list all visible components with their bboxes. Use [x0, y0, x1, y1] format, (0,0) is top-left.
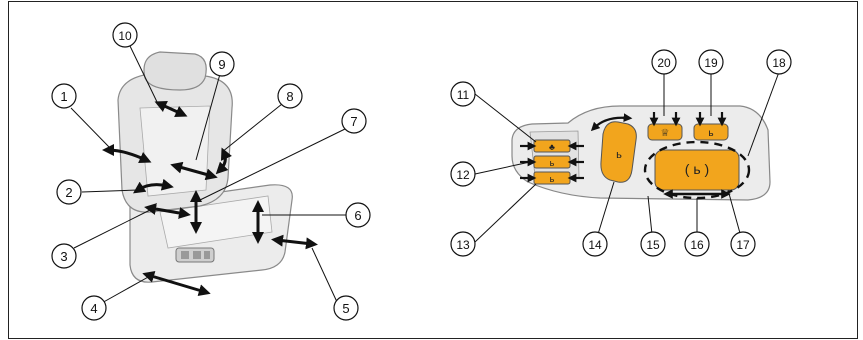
callout-14: 14 — [582, 231, 608, 257]
backrest-angle-arrow — [102, 144, 152, 163]
lumbar-arrow — [170, 161, 218, 181]
cushion-length-arrow — [271, 234, 318, 250]
svg-text:3: 3 — [60, 249, 67, 264]
callout-6: 6 — [345, 202, 371, 228]
callout-16: 16 — [684, 231, 710, 257]
svg-text:13: 13 — [456, 238, 470, 252]
svg-text:20: 20 — [657, 56, 671, 70]
seat-slide-arrow — [142, 270, 211, 297]
callout-20: 20 — [651, 49, 677, 75]
svg-text:10: 10 — [118, 29, 132, 43]
svg-text:16: 16 — [690, 238, 704, 252]
callout-5: 5 — [333, 295, 359, 321]
side-support-arrow — [133, 178, 174, 194]
svg-text:17: 17 — [736, 238, 750, 252]
callout-17: 17 — [730, 231, 756, 257]
seat-icon: ь — [550, 174, 555, 184]
callout-1: 1 — [51, 83, 77, 109]
callout-15: 15 — [640, 231, 666, 257]
svg-text:15: 15 — [646, 238, 660, 252]
callout-11: 11 — [450, 81, 476, 107]
callout-2: 2 — [56, 179, 82, 205]
seat-icon: ( ь ) — [685, 161, 709, 177]
svg-text:2: 2 — [65, 185, 72, 200]
callout-18: 18 — [766, 49, 792, 75]
seat-switch-rotation-arrow — [643, 140, 751, 200]
callout-7: 7 — [341, 108, 367, 134]
seat-illustration — [70, 45, 346, 305]
thigh-switch[interactable] — [693, 123, 729, 141]
svg-text:1: 1 — [60, 89, 67, 104]
massage-icon: ♣ — [549, 142, 555, 152]
callout-4: 4 — [81, 295, 107, 321]
svg-text:4: 4 — [90, 301, 97, 316]
svg-text:9: 9 — [218, 57, 225, 72]
svg-text:8: 8 — [286, 89, 293, 104]
callout-10: 10 — [112, 22, 138, 48]
svg-text:7: 7 — [350, 114, 357, 129]
svg-text:6: 6 — [354, 208, 361, 223]
figure-border — [8, 1, 858, 339]
left-switch-group: ♣ ь ь — [520, 139, 584, 185]
head-restraint-switch[interactable] — [647, 123, 683, 141]
headrest-arrow — [154, 101, 188, 117]
svg-text:12: 12 — [456, 168, 470, 182]
headrest — [143, 51, 207, 91]
callout-3: 3 — [51, 243, 77, 269]
svg-text:14: 14 — [588, 238, 602, 252]
thigh-support-arrow — [144, 203, 191, 219]
callout-8: 8 — [277, 83, 303, 109]
lumbar-icon: ь — [550, 158, 555, 168]
callout-9: 9 — [209, 51, 235, 77]
backrest-icon: ь — [616, 149, 622, 161]
callout-19: 19 — [698, 49, 724, 75]
backrest-switch-arrow — [590, 113, 633, 132]
seat-icon: ь — [708, 128, 713, 139]
door-control-panel: ♣ ь ь ь ♕ ь — [474, 71, 780, 245]
callout-12: 12 — [450, 161, 476, 187]
head-restraint-icon: ♕ — [661, 128, 670, 139]
svg-text:18: 18 — [772, 56, 786, 70]
svg-text:5: 5 — [342, 301, 349, 316]
svg-text:11: 11 — [457, 88, 470, 102]
upper-backrest-arrow — [215, 147, 232, 175]
callouts: 1 2 3 4 5 6 7 8 9 10 11 12 13 14 15 16 1… — [51, 22, 792, 321]
svg-text:19: 19 — [704, 56, 718, 70]
callout-13: 13 — [450, 231, 476, 257]
